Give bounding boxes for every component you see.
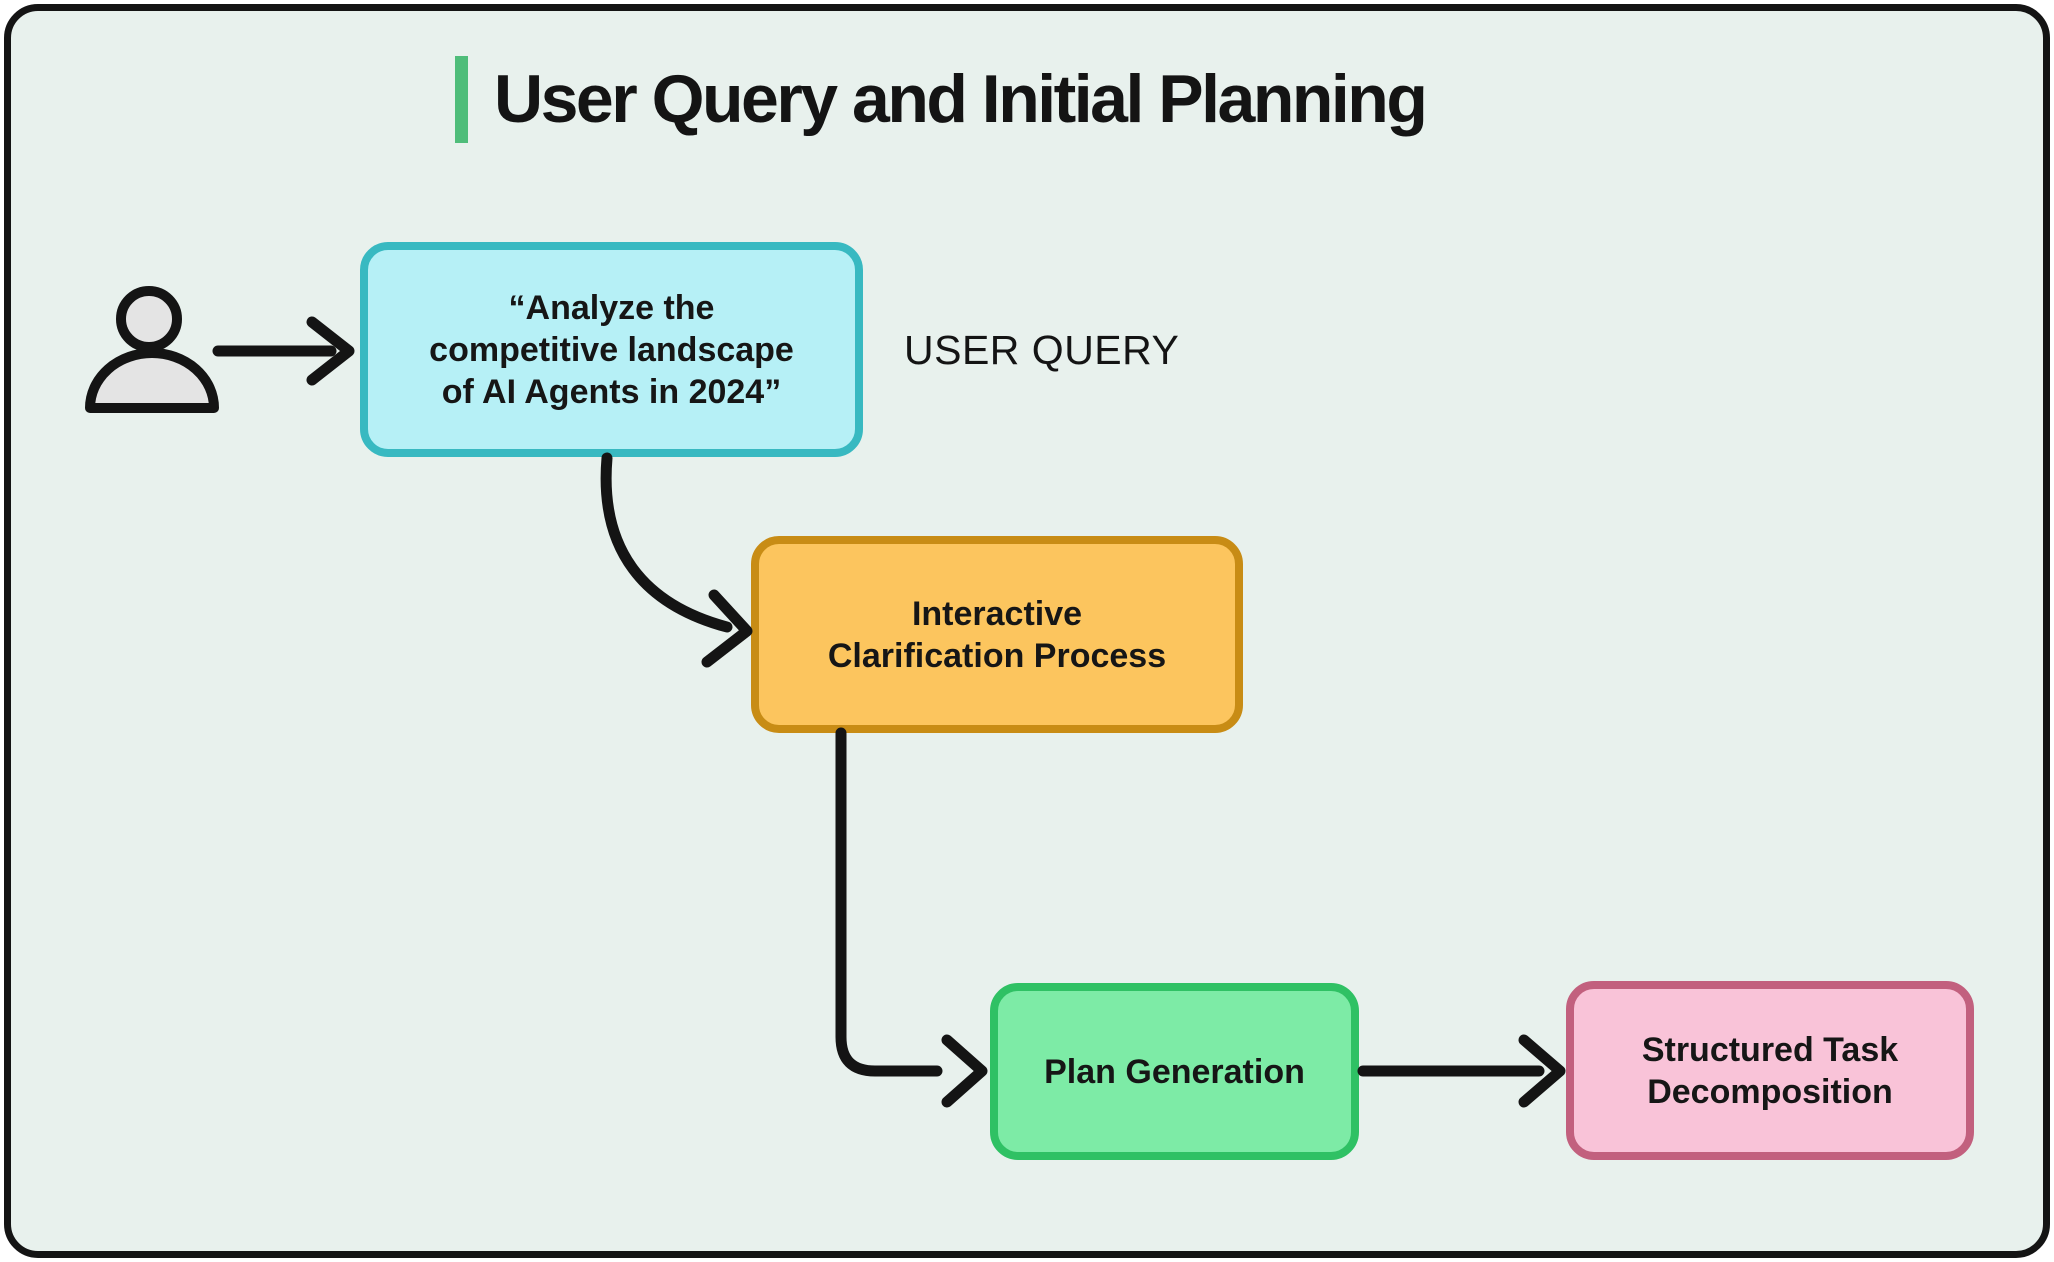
title-accent-bar [455,55,468,143]
node-user-query: “Analyze the competitive landscape of AI… [360,242,863,457]
user-icon-shoulders [85,348,219,413]
node-structured-task-decomposition: Structured Task Decomposition [1566,981,1974,1160]
node-plan-line: Plan Generation [1044,1052,1305,1091]
node-interactive-clarification: Interactive Clarification Process [751,536,1243,733]
node-clarification-line: Interactive [911,594,1083,633]
page-title: User Query and Initial Planning [494,61,1428,137]
arrow-user-to-query [212,316,355,386]
arrow-query-to-clarification [600,452,753,668]
node-decomposition-line: Structured Task [1641,1030,1899,1069]
node-user-query-line: of AI Agents in 2024” [441,372,782,411]
user-icon-head [116,286,182,352]
title-row: User Query and Initial Planning [455,49,1428,149]
node-user-query-line: “Analyze the [508,288,715,327]
arrow-clarification-to-plan [835,727,988,1108]
user-query-label: USER QUERY [904,327,1180,373]
node-user-query-line: competitive landscape [429,330,794,369]
diagram-frame: User Query and Initial Planning “Analyze… [4,4,2050,1258]
arrow-plan-to-decomposition [1357,1034,1566,1108]
node-decomposition-line: Decomposition [1647,1072,1893,1111]
node-plan-generation: Plan Generation [990,983,1359,1160]
user-icon [85,286,219,413]
node-clarification-line: Clarification Process [827,636,1167,675]
